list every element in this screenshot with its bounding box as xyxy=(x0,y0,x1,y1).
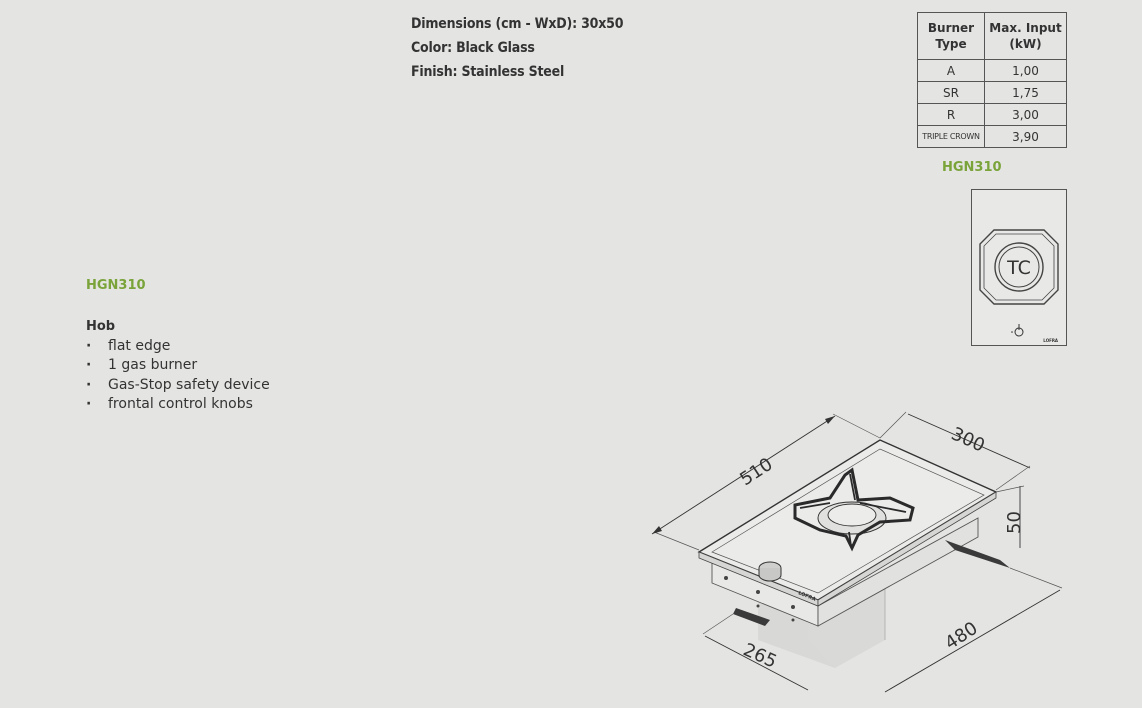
burner-ring xyxy=(827,503,877,527)
hob-edge-right xyxy=(817,491,997,607)
hob-top-inner-edge xyxy=(711,448,985,594)
finish-text: Finish: Stainless Steel xyxy=(411,64,565,80)
feature-item: frontal control knobs xyxy=(86,395,270,415)
screw-icon xyxy=(756,590,760,594)
burner-outline-inner xyxy=(983,233,1055,301)
burner-type-cell: R xyxy=(917,103,985,126)
feature-list: flat edge 1 gas burner Gas-Stop safety d… xyxy=(86,337,270,415)
screw-icon xyxy=(724,576,728,580)
product-features: Hob flat edge 1 gas burner Gas-Stop safe… xyxy=(86,317,270,415)
cutout-box-side xyxy=(758,600,835,668)
screw-icon xyxy=(791,618,795,622)
brand-mark: LOFRA xyxy=(1043,338,1059,343)
hob-top-view-drawing: TC LOFRA xyxy=(979,229,1059,343)
mounting-clip xyxy=(945,540,1010,568)
header-max-input: Max. Input (kW) xyxy=(984,12,1067,60)
burner-type-cell: A xyxy=(917,59,985,82)
max-input-cell: 3,90 xyxy=(984,125,1067,148)
max-input-cell: 1,75 xyxy=(984,81,1067,104)
pan-support-grate xyxy=(793,467,915,552)
knob-icon xyxy=(1011,324,1024,337)
table-row: TRIPLE CROWN 3,90 xyxy=(917,125,1067,148)
dimension-cut-depth: 480 xyxy=(941,618,981,654)
dimensions-text: Dimensions (cm - WxD): 30x50 xyxy=(411,16,624,32)
hob-top-view: TC LOFRA xyxy=(971,189,1067,346)
dimension-height: 50 xyxy=(1004,511,1025,534)
feature-item: Gas-Stop safety device xyxy=(86,376,270,396)
burner-ring-inner xyxy=(998,246,1040,288)
isometric-technical-drawing: LOFRA 510 300 50 480 265 xyxy=(651,411,1063,693)
burner-outline xyxy=(979,229,1059,305)
screw-icon xyxy=(756,604,760,608)
product-title: Hob xyxy=(86,319,116,334)
burner-table: Burner Type Max. Input (kW) A 1,00 SR 1,… xyxy=(917,12,1067,148)
feature-item: flat edge xyxy=(86,337,270,357)
hob-body-front xyxy=(817,517,979,627)
header-burner-type: Burner Type xyxy=(917,12,985,60)
model-code-right: HGN310 xyxy=(942,160,1002,175)
dimension-width: 300 xyxy=(948,423,988,456)
table-row: A 1,00 xyxy=(917,59,1067,82)
burner-type-cell: TRIPLE CROWN xyxy=(917,125,985,148)
mounting-clip xyxy=(733,608,770,626)
screw-icon xyxy=(791,605,795,609)
feature-item: 1 gas burner xyxy=(86,356,270,376)
burner-type-cell: SR xyxy=(917,81,985,104)
max-input-cell: 1,00 xyxy=(984,59,1067,82)
specifications: Dimensions (cm - WxD): 30x50 Color: Blac… xyxy=(411,12,623,84)
max-input-cell: 3,00 xyxy=(984,103,1067,126)
table-header-row: Burner Type Max. Input (kW) xyxy=(917,12,1067,60)
dimension-depth: 510 xyxy=(736,454,776,490)
burner-ring xyxy=(994,242,1044,292)
burner-label: TC xyxy=(1006,257,1031,279)
table-row: R 3,00 xyxy=(917,103,1067,126)
table-row: SR 1,75 xyxy=(917,81,1067,104)
color-text: Color: Black Glass xyxy=(411,40,535,56)
model-code-left: HGN310 xyxy=(86,278,146,293)
